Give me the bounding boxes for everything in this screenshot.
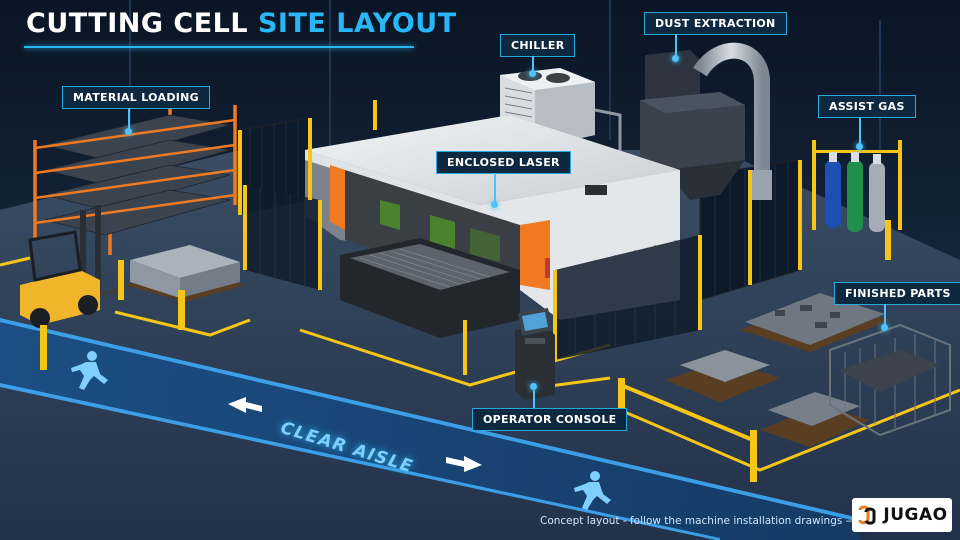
marker-enclosed-laser — [491, 201, 498, 208]
leader-dust-extraction — [675, 34, 677, 56]
floor-zone-markings — [0, 256, 960, 472]
page-title: CUTTING CELL SITE LAYOUT — [26, 8, 457, 39]
leader-enclosed-laser — [494, 173, 496, 203]
marker-chiller — [529, 70, 536, 77]
callout-operator-console: OPERATOR CONSOLE — [472, 408, 628, 431]
callout-assist-gas: ASSIST GAS — [818, 95, 916, 118]
callout-enclosed-laser: ENCLOSED LASER — [436, 151, 571, 174]
leader-operator-console — [533, 386, 535, 408]
callout-material-loading: MATERIAL LOADING — [62, 86, 210, 109]
leader-material-loading — [128, 108, 130, 130]
raw-sheet-stack — [125, 245, 245, 302]
marker-material-loading — [125, 128, 132, 135]
callout-finished-parts: FINISHED PARTS — [834, 282, 960, 305]
pedestrian-icon-left — [71, 351, 108, 390]
pedestrian-icon-right — [574, 471, 611, 510]
leader-assist-gas — [859, 117, 861, 145]
callout-dust-extraction: DUST EXTRACTION — [644, 12, 787, 35]
marker-operator-console — [530, 383, 537, 390]
title-underline — [24, 46, 414, 48]
leader-chiller — [532, 56, 534, 72]
operator-console — [515, 308, 555, 400]
finished-parts-area — [665, 293, 951, 447]
dust-extraction-unit — [640, 42, 772, 200]
aisle-edge-top — [0, 318, 860, 522]
safety-fence-front — [238, 100, 802, 375]
material-rack — [33, 95, 237, 255]
footer-note: Concept layout - follow the machine inst… — [540, 515, 857, 527]
aisle-edge-bottom — [0, 383, 720, 540]
logo-text: JUGAO — [883, 505, 948, 525]
safety-bollards — [40, 220, 891, 482]
assist-gas-cylinders — [812, 140, 902, 232]
callout-chiller: CHILLER — [500, 34, 576, 57]
marker-finished-parts — [881, 324, 888, 331]
marker-dust-extraction — [672, 55, 679, 62]
aisle-arrow-left-icon — [228, 397, 262, 413]
title-part-2: SITE LAYOUT — [257, 8, 457, 39]
logo-mark-icon — [858, 505, 876, 525]
marker-assist-gas — [856, 143, 863, 150]
title-part-1: CUTTING CELL — [26, 8, 249, 39]
clear-aisle-band — [0, 320, 860, 540]
aisle-arrow-right-icon — [446, 456, 482, 472]
brand-logo: JUGAO — [852, 498, 952, 532]
leader-finished-parts — [884, 304, 886, 326]
